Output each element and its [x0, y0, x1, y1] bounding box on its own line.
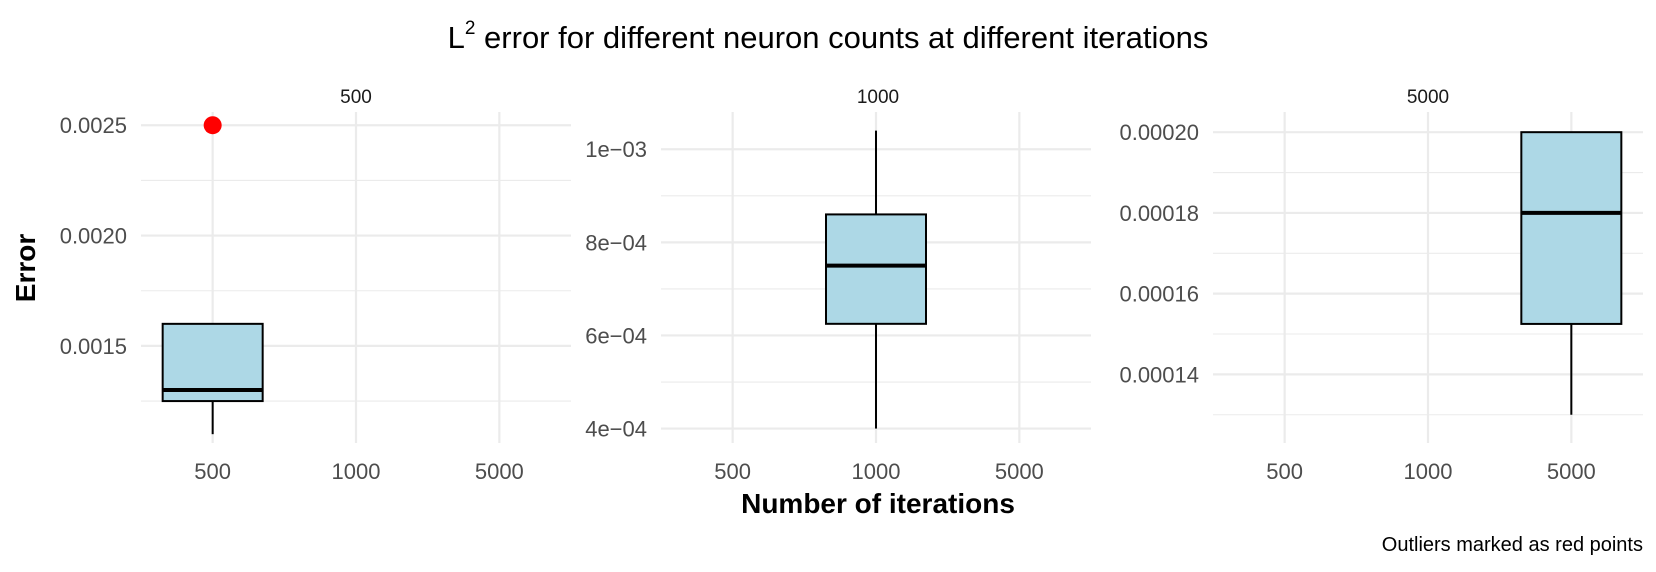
box-1000 [825, 213, 927, 325]
outlier-point [203, 116, 222, 135]
y-tick-label: 0.0025 [60, 113, 127, 138]
x-tick-label: 1000 [332, 459, 381, 484]
y-tick-label: 4e−04 [585, 417, 647, 442]
x-tick-label: 500 [1266, 459, 1303, 484]
x-tick-label: 500 [714, 459, 751, 484]
y-tick-label: 0.0020 [60, 224, 127, 249]
x-tick-label: 5000 [475, 459, 524, 484]
y-tick-label: 0.0015 [60, 334, 127, 359]
y-tick-label: 0.00018 [1119, 201, 1199, 226]
title-superscript: 2 [465, 18, 476, 39]
y-tick-label: 1e−03 [585, 137, 647, 162]
box-5000 [1520, 131, 1623, 325]
facet-strip-label: 1000 [857, 87, 899, 108]
y-tick-label: 0.00014 [1119, 362, 1199, 387]
chart-title: L2 error for different neuron counts at … [448, 18, 1209, 55]
facet-panel-5000: 0.00014 0.00016 0.00018 0.00020 500 1000 5000 5… [1119, 87, 1643, 484]
y-tick-label: 0.00020 [1119, 120, 1199, 145]
x-tick-label: 1000 [1404, 459, 1453, 484]
x-axis-title: Number of iterations [741, 488, 1015, 519]
facet-panels: 0.0015 0.0020 0.0025 500 1000 5000 500 4e−04 6e−… [60, 87, 1643, 484]
x-tick-label: 5000 [995, 459, 1044, 484]
facet-panel-500: 0.0015 0.0020 0.0025 500 1000 5000 500 [60, 87, 571, 484]
title-main: L [448, 20, 465, 55]
facet-strip-label: 5000 [1407, 87, 1449, 108]
facet-strip-label: 500 [340, 87, 372, 108]
x-tick-label: 500 [194, 459, 231, 484]
facet-panel-1000: 4e−04 6e−04 8e−04 1e−03 500 1000 5000 1000 [585, 87, 1091, 484]
title-rest: error for different neuron counts at dif… [475, 20, 1208, 55]
y-axis-title: Error [10, 234, 41, 303]
x-tick-label: 1000 [852, 459, 901, 484]
y-tick-label: 6e−04 [585, 323, 647, 348]
x-tick-label: 5000 [1547, 459, 1596, 484]
caption: Outliers marked as red points [1382, 534, 1643, 556]
y-tick-label: 0.00016 [1119, 282, 1199, 307]
y-tick-label: 8e−04 [585, 230, 647, 255]
